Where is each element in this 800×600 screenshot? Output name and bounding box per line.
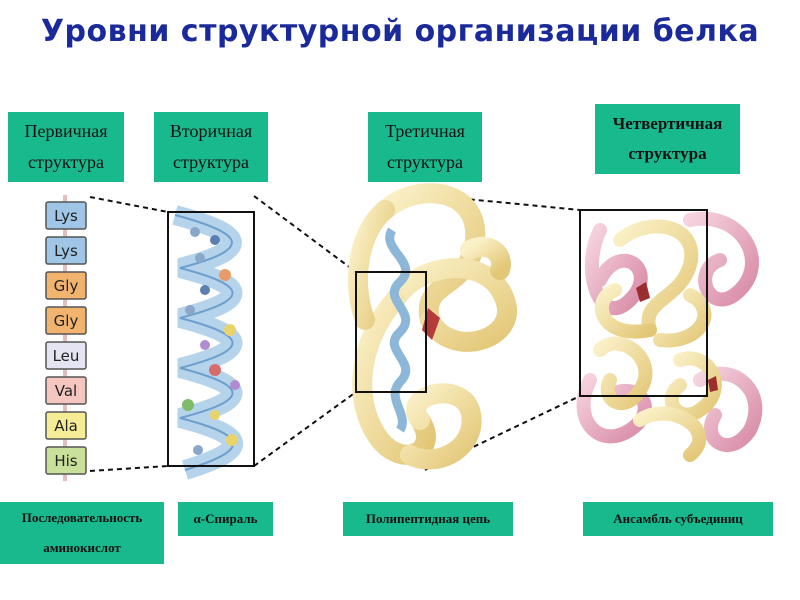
amino-acid-box — [45, 376, 87, 405]
alpha-helix-illustration — [167, 205, 255, 480]
tertiary-frame — [355, 271, 427, 393]
amino-acid-label: Gly — [54, 277, 79, 295]
amino-acid-box — [45, 271, 87, 300]
caption-tertiary: Полипептидная цепь — [343, 502, 513, 536]
chain-backbone — [63, 195, 67, 481]
label-tertiary-structure: Третичная структура — [368, 112, 482, 182]
tertiary-helix — [385, 227, 411, 433]
tertiary-structure-illustration — [347, 183, 517, 470]
page-title: Уровни структурной организации белка — [40, 14, 760, 49]
heme-group-quaternary — [636, 282, 650, 302]
amino-acid-label: Lys — [54, 242, 78, 260]
amino-acid-box — [45, 341, 87, 370]
caption-secondary: α-Спираль — [178, 502, 273, 536]
heme-group-quaternary-2 — [708, 376, 718, 392]
label-secondary-structure: Вторичная структура — [154, 112, 268, 182]
amino-acid-label: Ala — [54, 417, 78, 435]
amino-acid-label: Lys — [54, 207, 78, 225]
quaternary-frame — [579, 209, 708, 397]
caption-quaternary: Ансамбль субъединиц — [583, 502, 773, 536]
amino-acid-box — [45, 306, 87, 335]
caption-quaternary-text: Ансамбль субъединиц — [613, 511, 743, 527]
caption-primary-line2: аминокислот — [43, 540, 121, 555]
label-secondary-line1: Вторичная — [169, 120, 253, 141]
helix-atoms — [182, 227, 240, 455]
label-primary-line1: Первичная — [24, 120, 108, 141]
amino-acid-box — [45, 236, 87, 265]
amino-acid-box — [45, 446, 87, 475]
quaternary-structure-illustration — [576, 209, 763, 462]
label-tertiary-line2: структура — [387, 152, 463, 172]
amino-acid-box — [45, 201, 87, 230]
caption-primary: Последовательность аминокислот — [0, 502, 164, 564]
amino-acid-label: Gly — [54, 312, 79, 330]
caption-secondary-text: α-Спираль — [193, 511, 258, 527]
amino-acid-box — [45, 411, 87, 440]
label-secondary-line2: структура — [173, 152, 249, 172]
label-primary-structure: Первичная структура — [8, 112, 124, 182]
label-quaternary-line1: Четвертичная — [612, 114, 723, 134]
label-tertiary-line1: Третичная — [385, 120, 465, 141]
amino-acid-label: Leu — [53, 347, 80, 365]
amino-acid-label: His — [54, 452, 77, 470]
caption-tertiary-text: Полипептидная цепь — [365, 511, 491, 527]
caption-primary-line1: Последовательность — [21, 510, 143, 526]
label-quaternary-line2: структура — [628, 144, 707, 163]
helix-frame — [167, 211, 255, 467]
label-primary-line2: структура — [28, 152, 104, 172]
amino-acid-label: Val — [55, 382, 77, 400]
label-quaternary-structure: Четвертичная структура — [595, 104, 740, 174]
